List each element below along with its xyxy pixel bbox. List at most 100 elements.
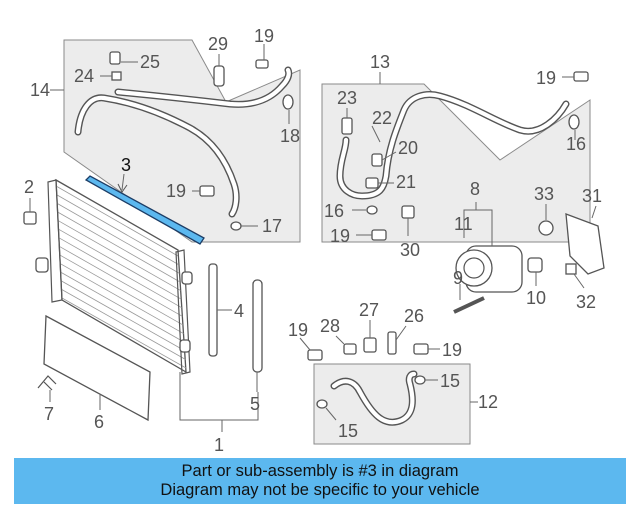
sensor-29 <box>213 65 225 87</box>
o-ring-16-right <box>568 114 580 130</box>
part-9-bolt <box>453 284 485 314</box>
callout-28: 28 <box>320 316 340 336</box>
callout-19-lower-right: 19 <box>442 340 462 360</box>
fitting-25 <box>109 51 121 65</box>
part-31-bracket <box>565 205 605 275</box>
part-19-bolt-lower-left <box>299 337 323 361</box>
part-32-clip <box>565 263 585 289</box>
part-10-nut <box>527 257 543 286</box>
callout-20: 20 <box>398 138 418 158</box>
callout-31: 31 <box>582 186 602 206</box>
part-27-bracket <box>363 320 377 353</box>
o-ring-16-left <box>366 205 378 215</box>
o-ring-15-lower <box>316 399 328 409</box>
callout-26: 26 <box>404 306 424 326</box>
banner-line-disclaimer: Diagram may not be specific to your vehi… <box>160 481 480 499</box>
callout-4: 4 <box>234 301 244 321</box>
callout-10: 10 <box>526 288 546 308</box>
callout-8: 8 <box>470 179 480 199</box>
callout-19-hose: 19 <box>166 181 186 201</box>
info-banner: Part or sub-assembly is #3 in diagram Di… <box>14 458 626 504</box>
callout-30: 30 <box>400 240 420 260</box>
fin-line <box>60 280 185 352</box>
callout-15-lower: 15 <box>338 421 358 441</box>
part-3-seal[interactable] <box>84 173 205 245</box>
callout-14: 14 <box>30 80 50 100</box>
bolt-19-top <box>255 59 269 69</box>
fin-line <box>61 289 186 360</box>
condenser-mount-upper <box>181 271 193 285</box>
callout-22: 22 <box>372 108 392 128</box>
part-5-drier <box>252 279 263 392</box>
part-19-bolt-lower-right <box>413 343 440 355</box>
callout-33: 33 <box>534 184 554 204</box>
fin-line <box>61 297 187 369</box>
fin-line <box>60 271 185 343</box>
fin-line <box>58 237 182 309</box>
callout-labels: 1 2 3 4 5 6 7 8 9 10 11 12 13 14 15 15 1… <box>24 26 602 455</box>
part-30-bracket <box>401 205 415 236</box>
compressor <box>455 202 523 293</box>
callout-19-mid: 19 <box>330 226 350 246</box>
callout-5: 5 <box>250 394 260 414</box>
part-6-shield <box>43 314 151 422</box>
hose-assembly-panel-12 <box>313 363 478 445</box>
o-ring-17 <box>230 221 242 231</box>
fin-line <box>59 254 184 326</box>
fin-line <box>57 220 181 291</box>
bolt-19-hose <box>199 185 215 197</box>
fitting-23 <box>341 117 353 135</box>
fin-line <box>58 228 182 300</box>
fin-line <box>57 211 181 283</box>
callout-25: 25 <box>140 52 160 72</box>
fin-line <box>56 194 179 265</box>
part-28-nut <box>335 335 357 355</box>
condenser-mount-lower <box>179 339 191 353</box>
callout-27: 27 <box>359 300 379 320</box>
fin-line <box>56 202 180 274</box>
callout-19-right: 19 <box>536 68 556 88</box>
callout-3[interactable]: 3 <box>121 155 131 175</box>
callout-19-top: 19 <box>254 26 274 46</box>
switch-21 <box>365 177 379 189</box>
condenser-fins <box>55 185 187 369</box>
fin-line <box>55 185 179 257</box>
o-ring-15-upper <box>414 375 426 385</box>
callout-15-upper: 15 <box>440 371 460 391</box>
callout-11: 11 <box>454 214 473 234</box>
bolt-19-right <box>573 71 589 82</box>
fin-line <box>59 245 183 317</box>
callout-1: 1 <box>214 435 224 455</box>
part-2-bolt <box>23 198 37 225</box>
bracket-1 <box>179 372 259 432</box>
callout-19-lower-left: 19 <box>288 320 308 340</box>
callout-16-right: 16 <box>566 134 586 154</box>
part-33-bushing <box>538 204 554 236</box>
callout-6: 6 <box>94 412 104 432</box>
callout-23: 23 <box>337 88 357 108</box>
banner-line-part: Part or sub-assembly is #3 in diagram <box>181 462 459 480</box>
callout-7: 7 <box>44 404 54 424</box>
callout-2: 2 <box>24 177 34 197</box>
o-ring-18 <box>282 94 294 110</box>
callout-18: 18 <box>280 126 300 146</box>
callout-29: 29 <box>208 34 228 54</box>
fin-line <box>59 263 184 334</box>
callout-12: 12 <box>478 392 498 412</box>
part-19-bolt-mid <box>356 229 387 241</box>
callout-9: 9 <box>453 268 463 288</box>
callout-32: 32 <box>576 292 596 312</box>
valve-cap-24 <box>111 71 122 81</box>
valve-20 <box>371 153 383 167</box>
callout-17: 17 <box>262 216 282 236</box>
part-7-clip <box>37 375 57 402</box>
hose-assembly-panel-14 <box>50 39 301 243</box>
hose-assembly-panel-13 <box>321 71 591 243</box>
part-4-seal <box>208 263 232 357</box>
part-26-clamp <box>387 325 407 355</box>
condenser-bracket <box>35 257 49 273</box>
callout-16-left: 16 <box>324 201 344 221</box>
condenser <box>35 178 193 375</box>
callout-13: 13 <box>370 52 390 72</box>
